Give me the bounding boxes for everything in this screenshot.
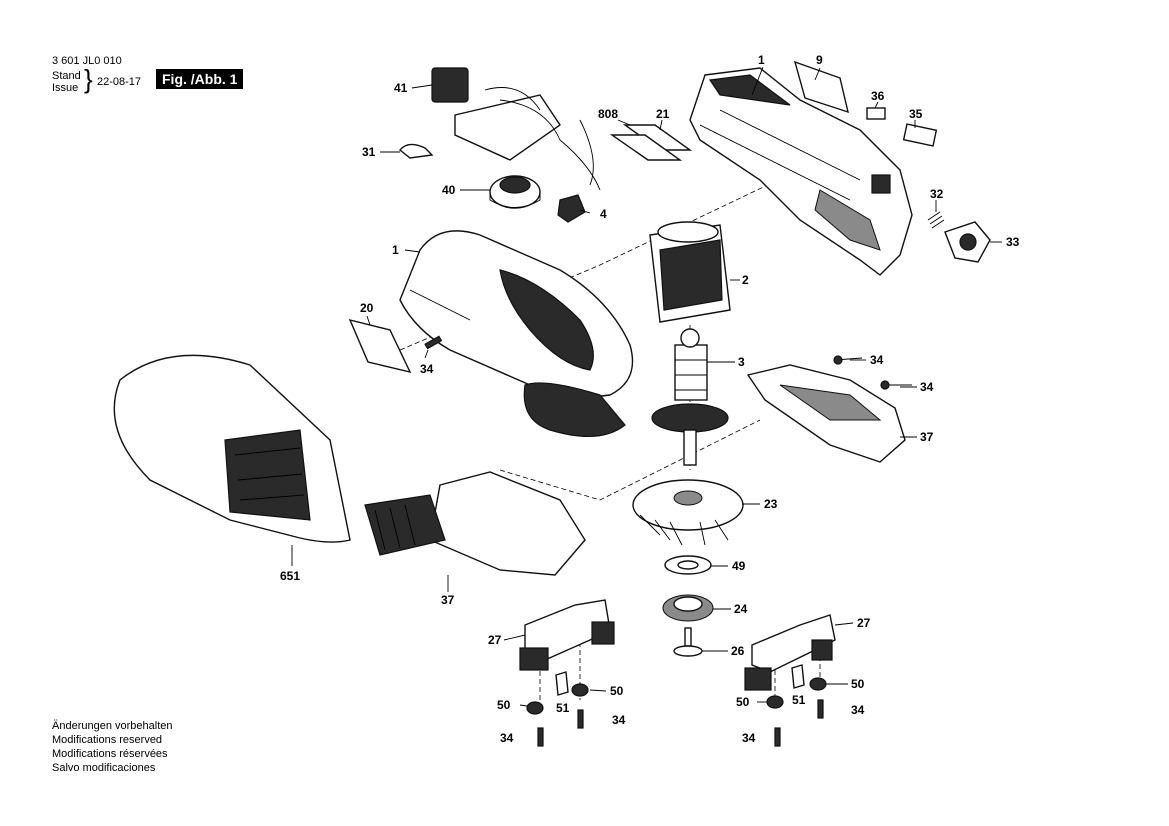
callout-34-bottom-right-b: 34 [851,703,865,717]
armature-3 [651,328,729,466]
callout-3: 3 [738,355,745,369]
screw-34-housing [424,335,443,350]
callout-50-right-a: 50 [736,695,750,709]
callout-34-housing: 34 [420,362,434,376]
note-es: Salvo modificaciones [52,762,156,774]
fan-impeller-23 [632,479,744,546]
callout-50-left-a: 50 [497,698,511,712]
bracket-27-right [744,614,836,691]
part-number: 3 601 JL0 010 [52,55,122,67]
callout-27-right: 27 [857,616,871,630]
stand-label: Stand [52,70,81,82]
callout-34-bottom-left-b: 34 [612,713,626,727]
dust-canister-651 [113,354,351,543]
switch-assembly-41 [431,67,601,191]
callout-32: 32 [930,187,944,201]
callout-24: 24 [734,602,748,616]
issue-label: Issue [52,82,79,94]
brace-symbol: } [84,64,93,94]
rubber-cap-50-set [526,677,827,715]
note-fr: Modifications réservées [52,748,168,760]
callout-50-left-b: 50 [610,684,624,698]
callout-36: 36 [871,89,885,103]
callout-37-cover: 37 [920,430,934,444]
callout-49: 49 [732,559,746,573]
screw-34-bottom-set [537,699,824,747]
callout-37-nozzle: 37 [441,593,455,607]
pin-26 [673,627,703,657]
callout-51-left: 51 [556,701,570,715]
callout-651: 651 [280,569,300,583]
figure-label: Fig. /Abb. 1 [156,69,244,89]
gear-housing-cover-37-right [746,364,906,463]
screw-34-top [833,355,912,390]
callout-41: 41 [394,81,408,95]
ball-bearing-24 [662,594,714,622]
housing-half-part [689,67,913,276]
callout-9: 9 [816,53,823,67]
label-35 [902,123,938,147]
spring-32 [927,211,945,229]
callout-1-motor: 1 [392,243,399,257]
callout-34-cover-right: 34 [920,380,934,394]
clip-51-set [555,664,805,696]
callout-35: 35 [909,107,923,121]
callout-31: 31 [362,145,376,159]
callout-labels: 1 9 36 35 808 21 41 31 40 4 32 33 1 2 20… [280,53,1020,745]
labels-808-21 [609,124,693,161]
label-plate-9 [793,60,849,114]
cover-cap-33 [944,221,991,263]
callout-40: 40 [442,183,456,197]
motor-housing-part [399,230,634,437]
note-de: Änderungen vorbehalten [52,720,173,732]
callout-34-bottom-left-a: 34 [500,731,514,745]
issue-date: 22-08-17 [97,76,142,88]
field-stator-2 [649,221,731,323]
washer-49 [664,555,712,575]
small-part-4 [557,194,586,223]
bracket-27-left [519,599,615,671]
note-en: Modifications reserved [52,734,163,746]
callout-51-right: 51 [792,693,806,707]
callout-26: 26 [731,644,745,658]
callout-23: 23 [764,497,778,511]
callout-20: 20 [360,301,374,315]
callout-2: 2 [742,273,749,287]
callout-808: 808 [598,107,618,121]
dust-nozzle-37 [364,471,586,576]
label-36 [866,107,886,120]
callout-33: 33 [1006,235,1020,249]
retaining-clip-31 [399,143,434,159]
callout-1-housing: 1 [758,53,765,67]
leader-lines [291,66,1002,707]
callout-27-left: 27 [488,633,502,647]
callout-50-right-b: 50 [851,677,865,691]
callout-34-cover-top: 34 [870,353,884,367]
callout-34-bottom-right-a: 34 [742,731,756,745]
callout-4: 4 [600,207,607,221]
knurled-nut-40 [489,175,541,209]
label-20 [348,318,412,374]
callout-21: 21 [656,107,670,121]
